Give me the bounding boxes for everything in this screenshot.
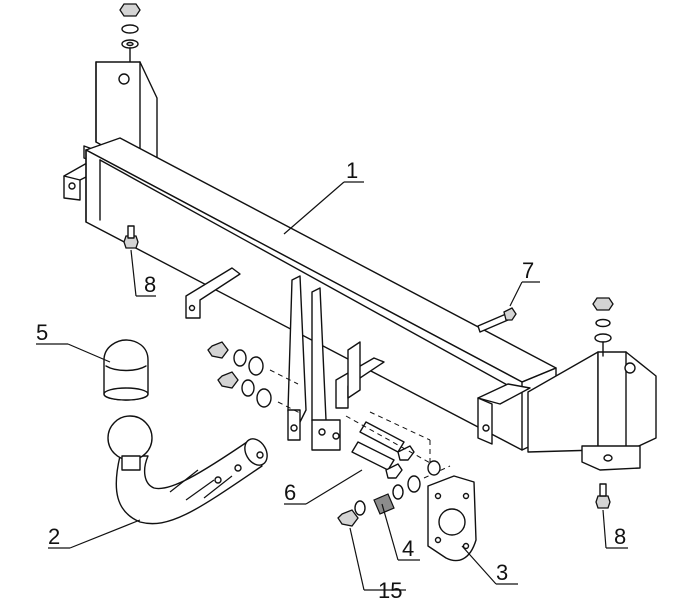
callout-socket-plate: 3 (496, 560, 508, 585)
nut-15 (337, 500, 366, 527)
callout-crossbar: 1 (346, 158, 358, 183)
spring-washer (121, 24, 139, 34)
left-top-fasteners (119, 3, 141, 63)
callout-side-bolt-right: 8 (614, 524, 626, 549)
socket-bolt (477, 307, 517, 333)
plate-nuts-washers (207, 341, 303, 415)
hex-nut (217, 371, 239, 389)
main-bolts (345, 411, 433, 479)
hex-nut (592, 297, 614, 311)
callout-side-bolt-left: 8 (144, 272, 156, 297)
callout-labels: 1 2 3 4 5 6 7 8 8 15 (36, 158, 626, 599)
ball-cover (103, 339, 149, 401)
side-bolt-left (123, 225, 139, 249)
callout-ball-neck: 2 (48, 524, 60, 549)
side-bolt-right (595, 483, 611, 509)
ball-neck (107, 415, 268, 525)
callout-nut: 15 (378, 578, 402, 599)
leader-lines (36, 181, 628, 591)
crossbar (85, 137, 557, 451)
right-top-fasteners (592, 297, 614, 357)
vertical-mounting-plates (185, 267, 385, 451)
callout-ball-cover: 5 (36, 320, 48, 345)
tow-ball (107, 415, 153, 461)
hex-nut (207, 341, 229, 359)
callout-socket-bolt: 7 (522, 258, 534, 283)
right-side-bracket (477, 351, 657, 471)
callout-main-bolts: 6 (284, 480, 296, 505)
callout-spring-washer: 4 (402, 536, 414, 561)
hex-nut (119, 3, 141, 17)
spring-washer-4 (373, 465, 451, 515)
socket-plate (427, 460, 477, 562)
